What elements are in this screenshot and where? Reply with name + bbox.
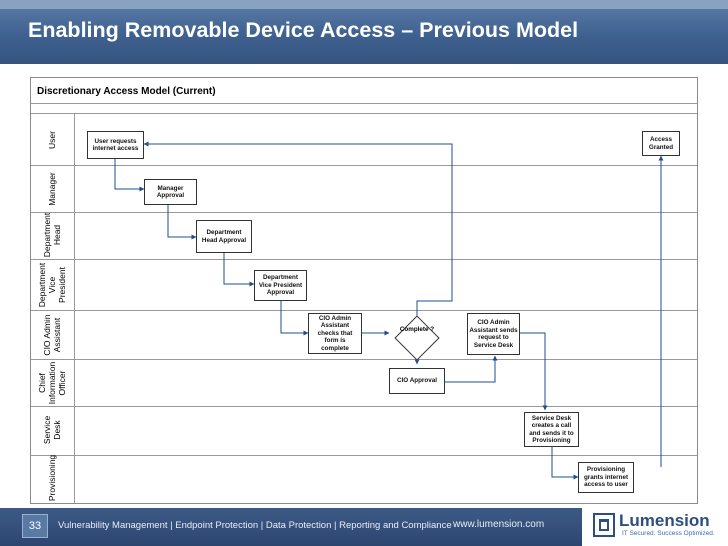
lane-divider xyxy=(31,212,697,213)
step-user-request: User requests internet access xyxy=(87,131,144,159)
lane-label-provisioning: Provisioning xyxy=(47,454,57,502)
header-divider xyxy=(31,103,697,104)
step-provisioning-grants-access: Provisioning grants internet access to u… xyxy=(578,462,634,493)
lane-divider xyxy=(31,406,697,407)
title-bar xyxy=(0,0,728,64)
footer-tagline: Vulnerability Management | Endpoint Prot… xyxy=(58,520,452,531)
lumension-logo-icon xyxy=(593,513,615,537)
lane-divider xyxy=(31,455,697,456)
logo-slogan: IT Secured. Success Optimized. xyxy=(622,530,715,537)
slide-title: Enabling Removable Device Access – Previ… xyxy=(28,18,579,42)
step-manager-approval: Manager Approval xyxy=(144,179,197,205)
diagram-title: Discretionary Access Model (Current) xyxy=(37,86,216,97)
lane-divider xyxy=(31,165,697,166)
decision-label: Complete ? xyxy=(399,326,435,333)
step-cio-admin-checks-form: CIO Admin Assistant checks that form is … xyxy=(308,313,362,354)
page-number: 33 xyxy=(22,514,48,538)
step-access-granted: Access Granted xyxy=(642,131,680,156)
step-cio-admin-sends-request: CIO Admin Assistant sends request to Ser… xyxy=(467,313,520,355)
step-department-vp-approval: Department Vice President Approval xyxy=(254,270,307,301)
lane-divider xyxy=(31,113,697,114)
footer-url: www.lumension.com xyxy=(453,519,545,530)
lane-divider xyxy=(31,359,697,360)
lane-divider xyxy=(31,259,697,260)
step-cio-approval: CIO Approval xyxy=(389,368,445,394)
logo-wordmark: Lumension xyxy=(619,511,710,530)
step-service-desk-call: Service Desk creates a call and sends it… xyxy=(524,412,579,447)
lane-label-divider xyxy=(74,113,75,503)
step-department-head-approval: Department Head Approval xyxy=(196,220,252,253)
lane-divider xyxy=(31,310,697,311)
